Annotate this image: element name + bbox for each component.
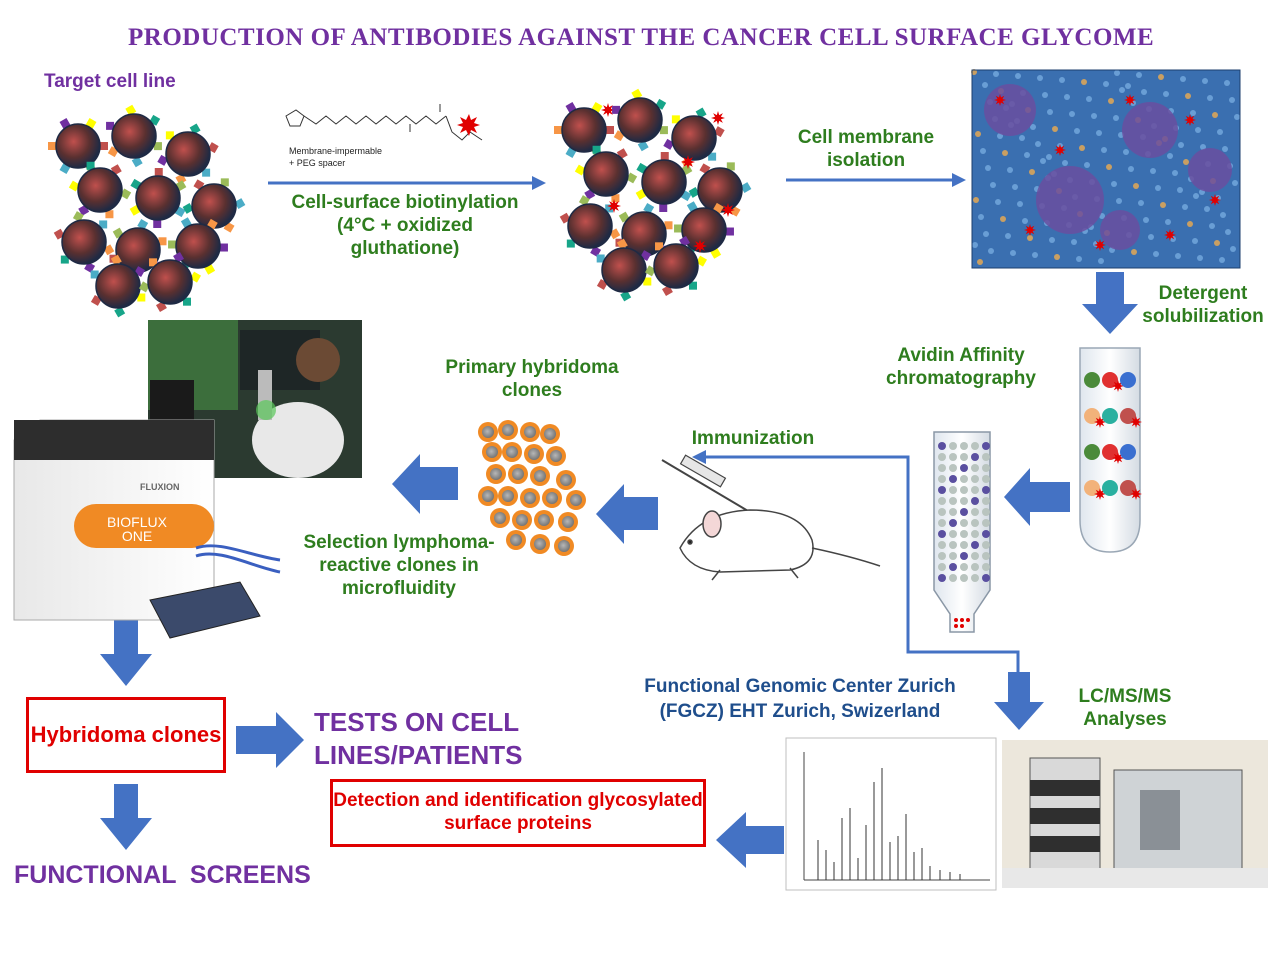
biotin-tag-icon bbox=[1184, 114, 1196, 126]
molecule-note-1: Membrane-impermable bbox=[289, 146, 382, 156]
biotinylation-label: Cell-surface biotinylation (4°C + oxidiz… bbox=[291, 192, 519, 259]
primary-hybridoma-clones bbox=[478, 420, 586, 556]
cell bbox=[106, 104, 162, 168]
arrow-biotinylation bbox=[268, 176, 546, 190]
cell bbox=[109, 218, 167, 282]
hybridoma-clones-box: Hybridoma clones bbox=[26, 697, 226, 773]
flow-connector-lines bbox=[696, 455, 1020, 672]
biotin-tag-icon bbox=[1054, 144, 1066, 156]
arrow-right-tests bbox=[236, 712, 304, 768]
cell bbox=[635, 152, 693, 212]
biotin-tag-icon bbox=[721, 203, 735, 217]
target-cell-line-label: Target cell line bbox=[44, 71, 176, 92]
biotin-tag-icon bbox=[711, 111, 725, 125]
immunization-label: Immunization bbox=[691, 428, 815, 449]
cell bbox=[68, 161, 132, 219]
biotin-tag-icon bbox=[1130, 488, 1142, 500]
arrow-down-functional bbox=[100, 784, 152, 850]
lcms-label: LC/MS/MS Analyses bbox=[1078, 686, 1172, 730]
hybridoma-clones-text: Hybridoma clones bbox=[30, 721, 222, 747]
detergent-label: Detergent solubilization bbox=[1142, 283, 1264, 327]
biotin-tag-icon bbox=[681, 155, 695, 169]
biotin-tag-icon bbox=[1094, 239, 1106, 251]
arrow-left-to-device bbox=[392, 454, 458, 514]
device-brand: FLUXION bbox=[140, 482, 180, 492]
membrane-isolation-label: Cell membrane isolation bbox=[797, 127, 935, 171]
cell bbox=[612, 88, 668, 152]
arrow-left-to-column bbox=[1004, 468, 1070, 526]
cell bbox=[688, 162, 752, 218]
selection-label: Selection lymphoma-reactive clones in mi… bbox=[303, 532, 495, 599]
biotin-tag-icon bbox=[607, 199, 621, 213]
cell bbox=[574, 145, 638, 203]
fgcz-line-1: Functional Genomic Center Zurich bbox=[644, 676, 956, 697]
biotin-tag-icon bbox=[1124, 94, 1136, 106]
cell bbox=[554, 102, 614, 158]
chromatography-column bbox=[933, 431, 991, 633]
lab-photo bbox=[148, 320, 362, 478]
arrow-immunization-head bbox=[692, 450, 706, 464]
primary-clones-label: Primary hybridoma clones bbox=[445, 357, 619, 401]
target-cell-cluster bbox=[48, 104, 246, 318]
arrow-left-detection bbox=[716, 812, 784, 868]
cell bbox=[157, 123, 219, 185]
cell bbox=[596, 238, 652, 302]
detection-text: Detection and identification glycosylate… bbox=[333, 790, 703, 834]
cell bbox=[644, 235, 708, 297]
biotin-tag-icon bbox=[1024, 224, 1036, 236]
biotin-tag-icon bbox=[457, 114, 480, 136]
bioflux-device bbox=[13, 419, 281, 639]
cell bbox=[138, 251, 202, 313]
biotin-tag-icon bbox=[1130, 416, 1142, 428]
arrow-left-to-clones bbox=[596, 484, 658, 544]
mass-spectrum-chart bbox=[785, 737, 997, 891]
cell bbox=[90, 254, 146, 318]
membrane-illustration bbox=[971, 69, 1241, 269]
biotin-tag-icon bbox=[1209, 194, 1221, 206]
diagram-title: PRODUCTION OF ANTIBODIES AGAINST THE CAN… bbox=[128, 24, 1155, 51]
biotin-molecule-structure bbox=[285, 104, 483, 141]
mouse-illustration bbox=[679, 509, 881, 581]
lcms-instrument bbox=[1002, 740, 1268, 888]
cell bbox=[129, 168, 187, 228]
detection-box: Detection and identification glycosylate… bbox=[330, 779, 706, 847]
cell bbox=[53, 211, 115, 273]
biotin-tag-icon bbox=[994, 94, 1006, 106]
functional-screens-label: FUNCTIONAL SCREENS bbox=[14, 861, 311, 889]
biotin-tag-icon bbox=[601, 103, 615, 117]
cell bbox=[48, 118, 108, 174]
fgcz-line-2: (FGCZ) EHT Zurich, Swizerland bbox=[659, 701, 941, 722]
arrow-down-detergent bbox=[1082, 272, 1138, 334]
molecule-note-2: + PEG spacer bbox=[289, 158, 345, 168]
cell bbox=[559, 195, 621, 257]
arrow-down-lcms bbox=[994, 672, 1044, 730]
arrow-down-hybridoma bbox=[100, 618, 152, 686]
avidin-label: Avidin Affinity chromatography bbox=[886, 345, 1036, 389]
solubilization-tube bbox=[1079, 347, 1142, 553]
tests-label: TESTS ON CELL LINES/PATIENTS bbox=[314, 707, 523, 770]
arrow-membrane-isolation bbox=[786, 173, 966, 187]
cell bbox=[663, 107, 725, 169]
biotin-tag-icon bbox=[693, 239, 707, 253]
device-model-line-1: BIOFLUX bbox=[107, 514, 167, 530]
device-model-line-2: ONE bbox=[121, 528, 153, 544]
biotinylated-cell-cluster bbox=[554, 88, 752, 302]
biotin-tag-icon bbox=[1164, 229, 1176, 241]
device-model: BIOFLUX ONE bbox=[102, 515, 172, 543]
